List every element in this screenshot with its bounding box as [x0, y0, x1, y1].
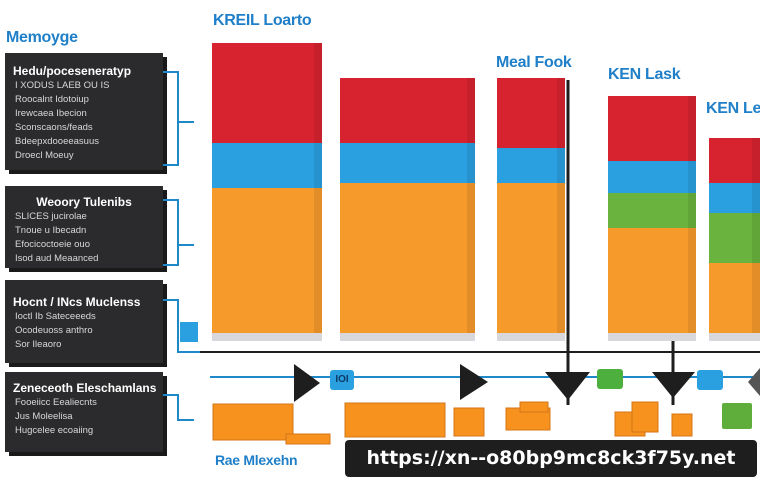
orange-block-icon: [671, 413, 693, 437]
arrow-right-icon: [294, 364, 320, 402]
stack-column: [497, 78, 565, 341]
panel-line: Irewcaea Ibecion: [15, 108, 87, 119]
diagram-title: Memoyge: [6, 29, 78, 46]
arrow-left-icon: [748, 368, 760, 396]
flow-box-icon: [330, 370, 354, 390]
green-box-icon: [597, 369, 623, 389]
green-block-icon: [722, 403, 752, 429]
panel-line: Roocalnt Idotoiup: [15, 94, 89, 105]
orange-block-icon: [212, 403, 294, 441]
stack-column: [709, 138, 760, 341]
panel-line: Sor Ileaoro: [15, 339, 62, 350]
panel-3: Hocnt / INcs Muclenss Ioctl Ib Sateceeed…: [5, 280, 163, 363]
stack-segment-green: [709, 213, 760, 263]
watermark-url: https://xn--o80bp9mc8ck3f75y.net: [345, 440, 757, 477]
blue-block-icon: [180, 322, 198, 342]
panel-2: Weoory Tulenibs SLICES jucirolae Tnoue u…: [5, 186, 163, 268]
panel-line: Fooeiicc Eealiecnts: [15, 397, 97, 408]
arrow-down-icon: [545, 372, 590, 400]
stack-segment-blue: [709, 183, 760, 213]
stack-segment-red: [497, 78, 565, 148]
panel-line: Bdeepxdooeeasuus: [15, 136, 99, 147]
orange-block-icon: [519, 401, 549, 413]
stack-segment-red: [608, 96, 696, 161]
stack-segment-blue: [212, 143, 322, 188]
panel-1: Hedu/poceseneratyp I XODUS LAEB OU IS Ro…: [5, 53, 163, 170]
panel-title: Weoory Tulenibs: [36, 195, 132, 209]
panel-title: Hocnt / INcs Muclenss: [13, 295, 141, 309]
column-base: [709, 333, 760, 341]
panel-line: Sconscaons/feads: [15, 122, 93, 133]
arrow-down-icon: [652, 372, 695, 398]
stack-segment-blue: [340, 143, 475, 183]
arrow-right-icon: [460, 364, 488, 400]
stack-segment-orange: [497, 183, 565, 333]
column-label-3: KEN Lask: [608, 66, 681, 83]
orange-block-icon: [344, 402, 446, 438]
stack-segment-orange: [709, 263, 760, 333]
stack-column: [212, 43, 322, 341]
column-label-2: Meal Fook: [496, 54, 572, 71]
panel-line: Isod aud Meaanced: [15, 253, 99, 264]
column-base: [608, 333, 696, 341]
flow-icon-label: IOI: [335, 374, 349, 385]
orange-block-icon: [285, 433, 331, 445]
stack-segment-red: [212, 43, 322, 143]
panel-title: Hedu/poceseneratyp: [13, 64, 132, 78]
column-label-1: KREIL Loarto: [213, 12, 312, 29]
stack-segment-orange: [608, 228, 696, 333]
column-base: [497, 333, 565, 341]
panel-line: Droecl Moeuy: [15, 150, 74, 161]
orange-block-icon: [631, 401, 659, 433]
panel-line: Tnoue u Ibecadn: [15, 225, 87, 236]
panel-4: Zeneceoth Eleschamlans Fooeiicc Eealiecn…: [5, 372, 163, 452]
panel-line: Efocicoctoeie ouo: [15, 239, 90, 250]
stack-segment-red: [340, 78, 475, 143]
stack-segment-blue: [608, 161, 696, 193]
stack-column: [340, 78, 475, 341]
stack-segment-red: [709, 138, 760, 183]
stack-segment-orange: [212, 188, 322, 333]
column-base: [340, 333, 475, 341]
panel-title: Zeneceoth Eleschamlans: [13, 381, 157, 395]
panel-line: Ocodeuoss anthro: [15, 325, 93, 336]
panel-line: SLICES jucirolae: [15, 211, 87, 222]
panel-line: Jus Moleelisa: [15, 411, 73, 422]
stack-column: [608, 96, 696, 341]
bottom-label: Rae Mlexehn: [215, 452, 298, 468]
stack-segment-orange: [340, 183, 475, 333]
panel-line: Hugcelee ecoaiing: [15, 425, 94, 436]
panel-line: I XODUS LAEB OU IS: [15, 80, 110, 91]
stack-segment-green: [608, 193, 696, 228]
orange-block-icon: [453, 407, 485, 437]
panel-line: Ioctl Ib Sateceeeds: [15, 311, 96, 322]
column-label-4: KEN Leo: [706, 100, 760, 117]
stack-segment-blue: [497, 148, 565, 183]
blue-box-icon: [697, 370, 723, 390]
column-base: [212, 333, 322, 341]
